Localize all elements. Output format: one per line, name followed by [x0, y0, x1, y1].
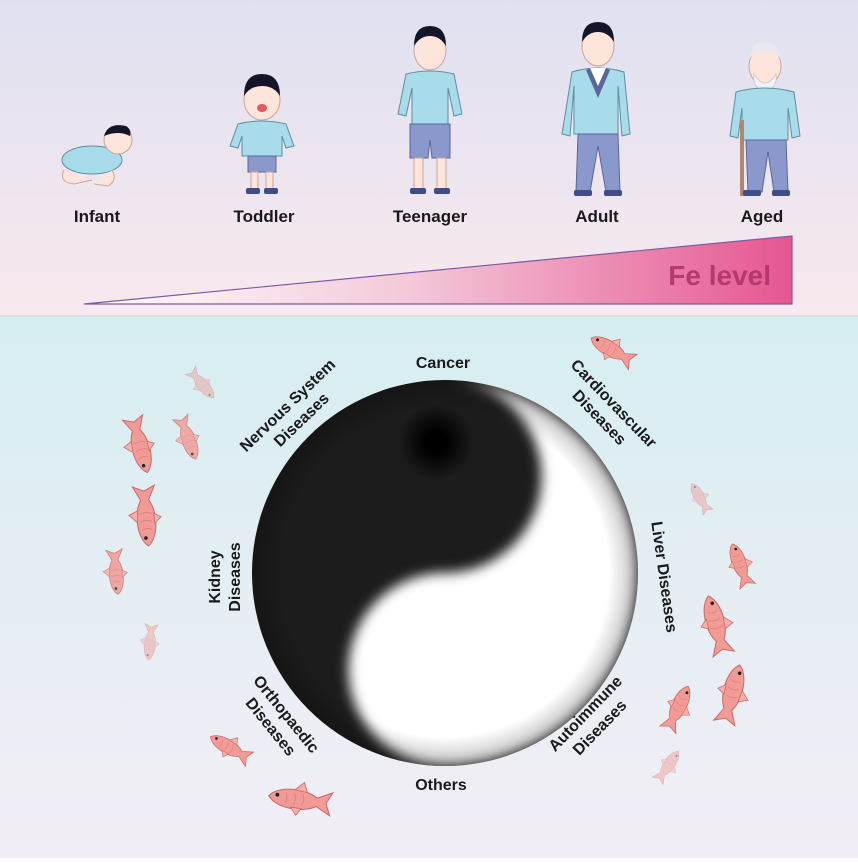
stage-label-teenager: Teenager — [393, 207, 468, 226]
fe-level-wedge — [83, 235, 793, 305]
stage-label-toddler: Toddler — [233, 207, 294, 226]
adult-figure — [561, 22, 631, 196]
label-cancer: Cancer — [416, 355, 470, 372]
label-kidney: Kidney Diseases — [207, 542, 244, 611]
aged-figure — [729, 42, 801, 196]
label-others: Others — [415, 777, 467, 794]
kidney-line-2: Diseases — [227, 542, 244, 611]
kidney-line-1: Kidney — [207, 550, 224, 603]
toddler-figure — [229, 74, 295, 194]
teenager-figure — [397, 26, 463, 194]
yin-yang-symbol — [252, 380, 638, 766]
stage-label-adult: Adult — [575, 207, 619, 226]
stage-label-aged: Aged — [741, 207, 784, 226]
yin-dot — [398, 404, 474, 480]
stage-label-infant: Infant — [74, 207, 121, 226]
yang-dot — [396, 632, 472, 708]
fe-level-label: Fe level — [668, 260, 771, 291]
infant-figure — [61, 125, 133, 187]
